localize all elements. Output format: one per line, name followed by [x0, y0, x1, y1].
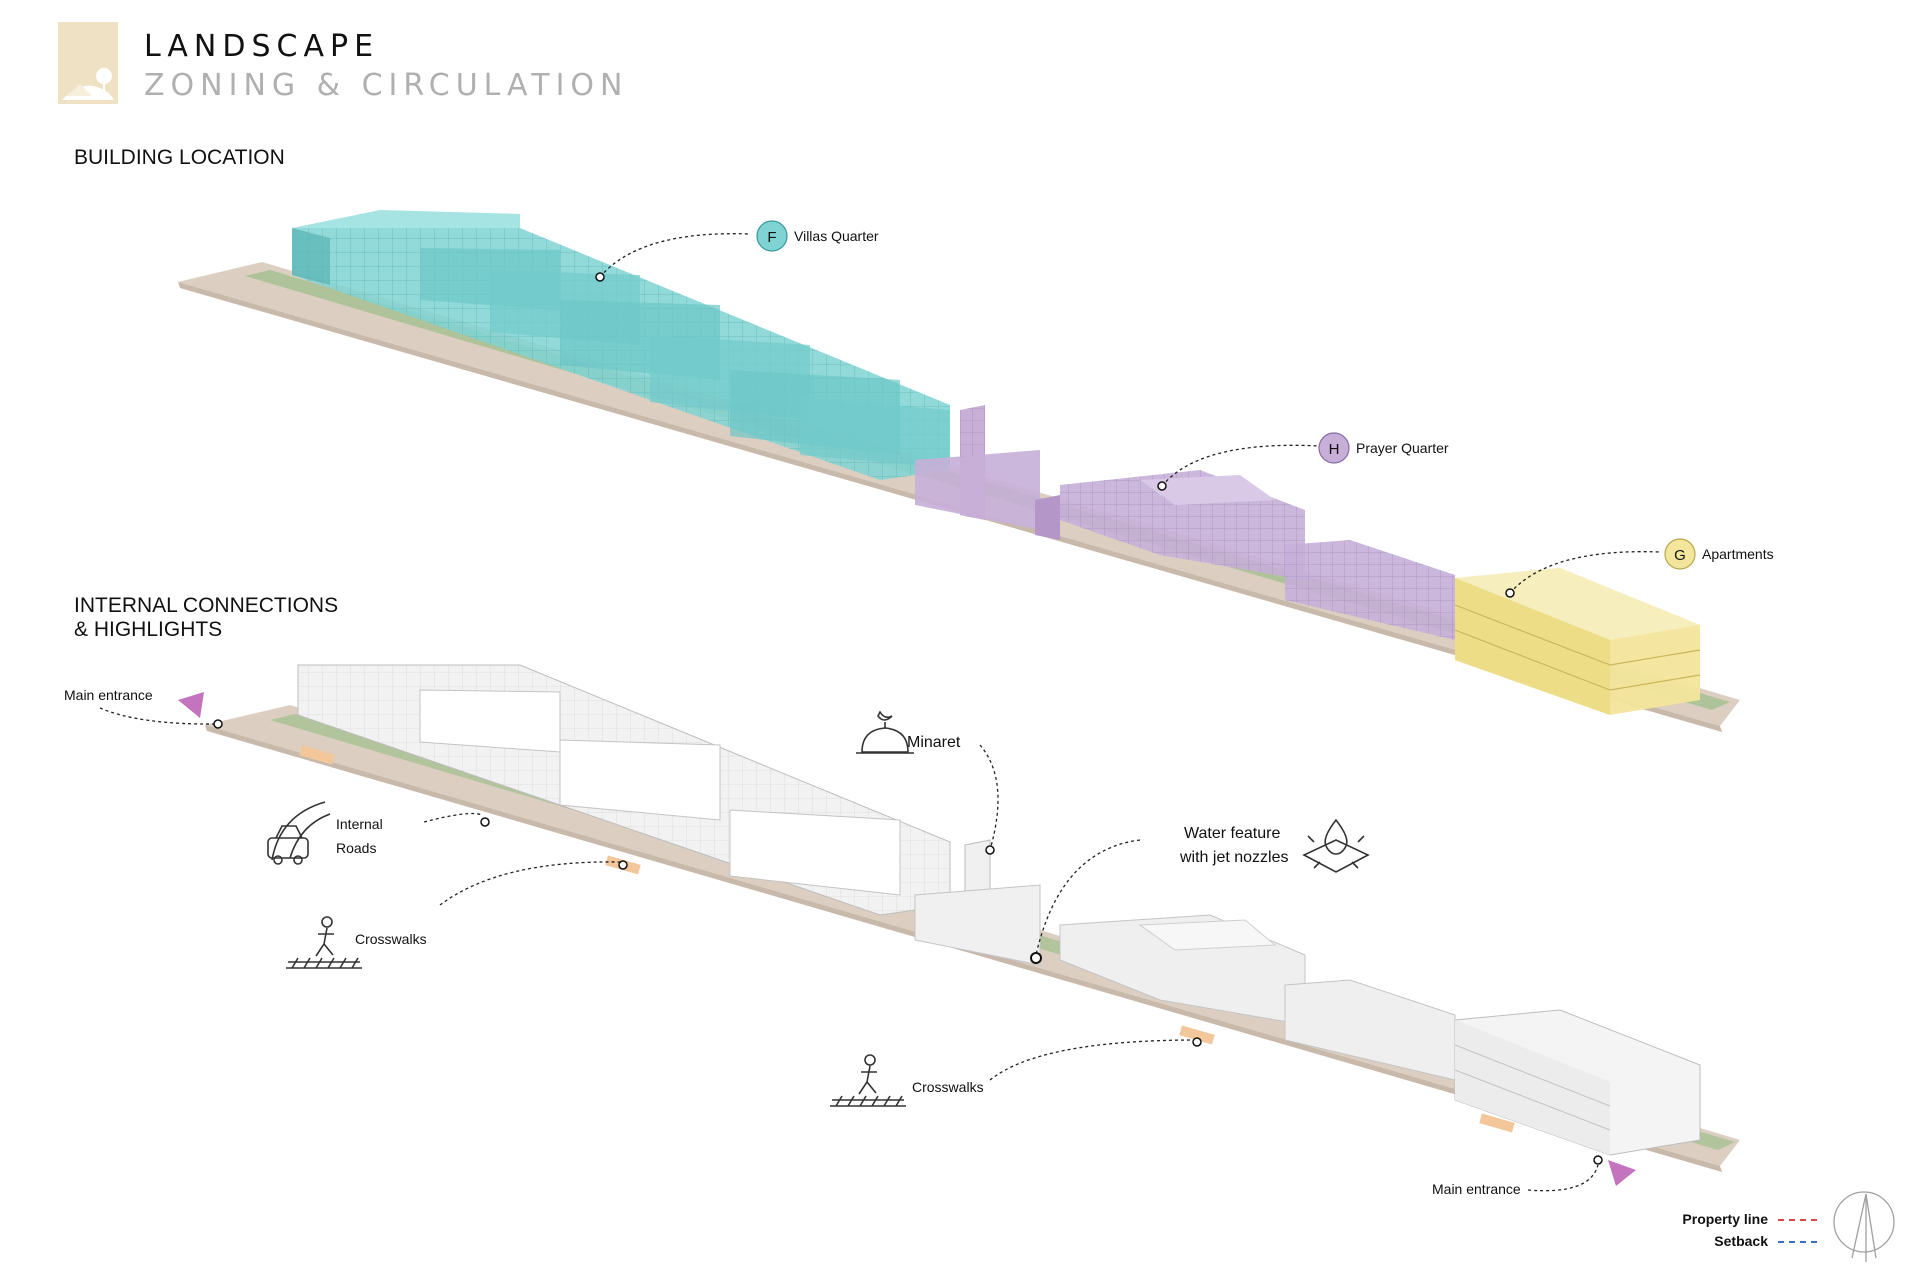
zone-label-villas: Villas Quarter: [794, 228, 879, 244]
label-water-feature-2: with jet nozzles: [1179, 849, 1289, 866]
entrance-triangle-icon: [178, 692, 204, 718]
label-minaret: Minaret: [907, 734, 961, 751]
zone-label-apartments: Apartments: [1702, 546, 1774, 562]
entrance-triangle-icon: [1608, 1160, 1636, 1186]
north-arrow-icon: [1833, 1191, 1895, 1262]
zone-marker-prayer: H Prayer Quarter: [1318, 432, 1449, 464]
svg-text:F: F: [767, 229, 776, 246]
landscape-logo-icon: [58, 22, 118, 104]
zone-marker-villas: F Villas Quarter: [756, 220, 879, 252]
section-title-internal-connections: INTERNAL CONNECTIONS: [74, 594, 338, 617]
page-title: LANDSCAPE: [144, 29, 379, 64]
apartments-block: [1454, 568, 1701, 715]
section-title-highlights: & HIGHLIGHTS: [74, 618, 222, 641]
apartments-block-gray: [1454, 1009, 1701, 1156]
minaret-dome-icon: [856, 710, 914, 754]
pedestrian-crosswalk-icon: [286, 916, 362, 969]
label-crosswalks-2: Crosswalks: [912, 1079, 984, 1095]
label-crosswalks-1: Crosswalks: [355, 931, 427, 947]
car-road-icon: [267, 801, 331, 865]
label-internal-roads-1: Internal: [336, 816, 383, 832]
villas-block-gray: [297, 664, 951, 916]
page-subtitle: ZONING & CIRCULATION: [144, 68, 628, 103]
legend-property-line: Property line: [1682, 1211, 1768, 1227]
pedestrian-crosswalk-icon: [830, 1054, 906, 1107]
svg-text:G: G: [1674, 547, 1686, 564]
section-title-building-location: BUILDING LOCATION: [74, 146, 285, 169]
zone-marker-apartments: G Apartments: [1664, 538, 1774, 570]
label-water-feature-1: Water feature: [1184, 825, 1280, 842]
bottom-site-model: Main entrance Main entrance Internal Roa…: [64, 664, 1740, 1197]
water-drop-icon: [1302, 818, 1370, 873]
top-site-model: F Villas Quarter H Prayer Quarter G Apar…: [178, 210, 1774, 732]
zone-label-prayer: Prayer Quarter: [1356, 440, 1449, 456]
prayer-quarter-block: [915, 405, 1455, 640]
label-main-entrance-top: Main entrance: [64, 687, 153, 703]
svg-text:H: H: [1329, 441, 1340, 458]
legend-setback: Setback: [1714, 1233, 1768, 1249]
villas-block: [292, 210, 950, 480]
prayer-quarter-block-gray: [914, 839, 1456, 1081]
label-internal-roads-2: Roads: [336, 840, 376, 856]
label-main-entrance-bottom: Main entrance: [1432, 1181, 1521, 1197]
legend: Property line Setback: [1682, 1211, 1818, 1249]
